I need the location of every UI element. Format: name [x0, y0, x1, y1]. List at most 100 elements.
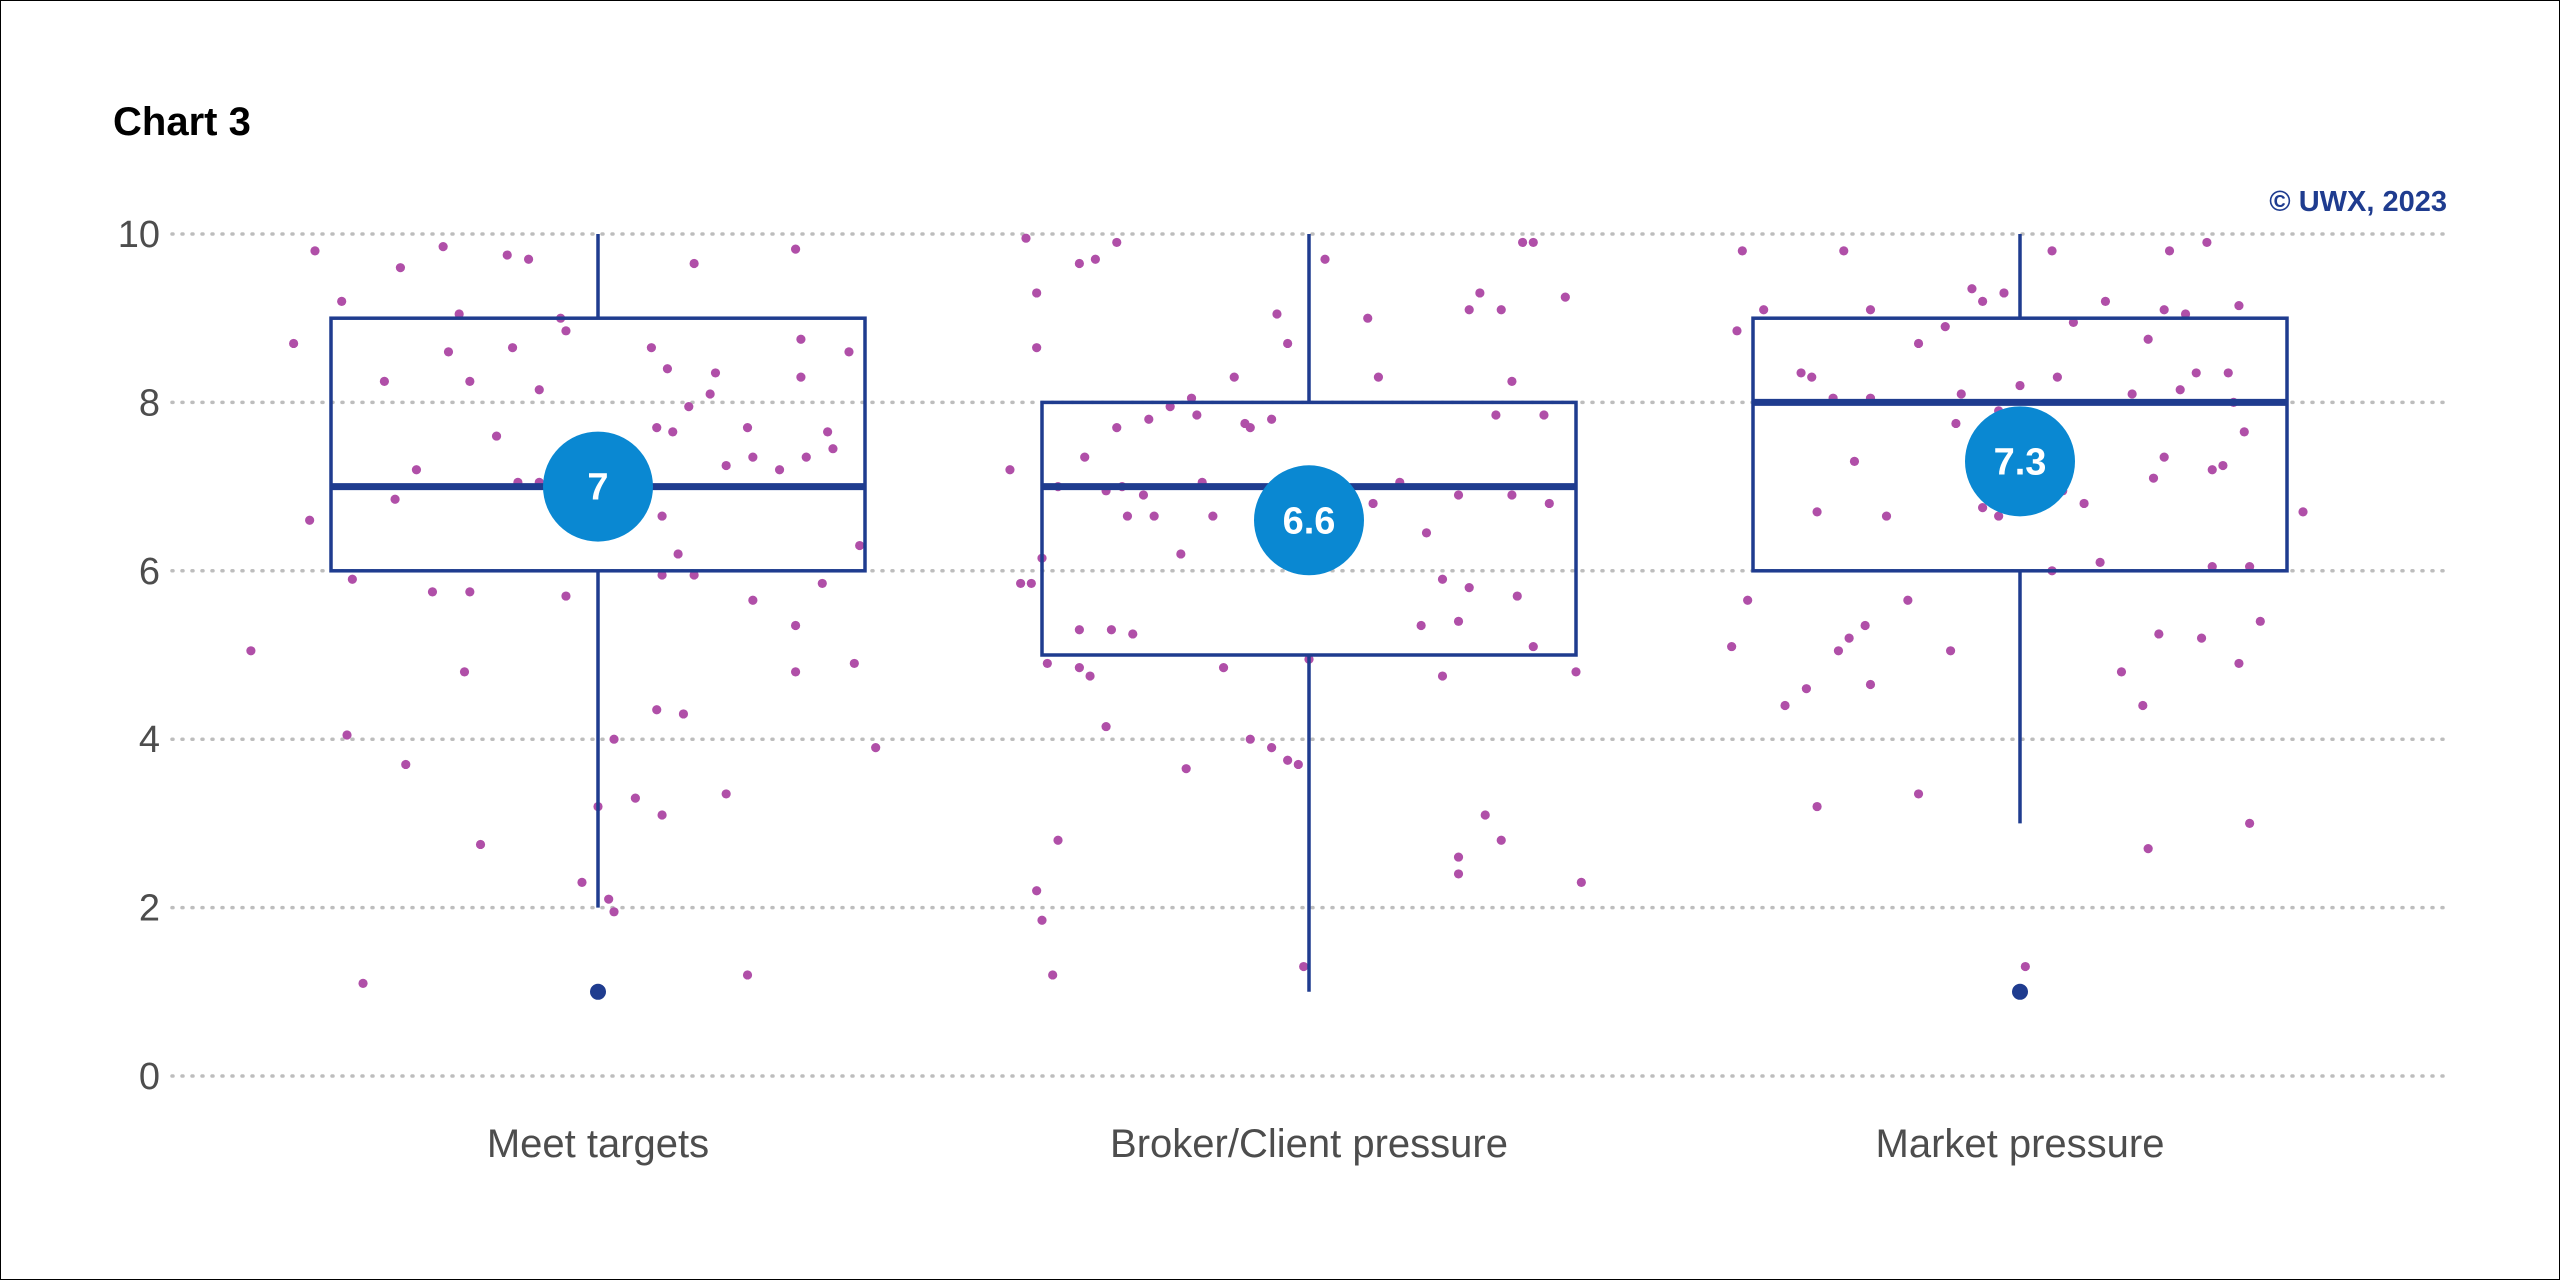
data-point: [2298, 507, 2308, 517]
data-point: [1416, 620, 1426, 631]
data-point: [657, 570, 667, 580]
iqr-box: [1751, 316, 2289, 573]
data-point: [1727, 641, 1737, 652]
data-point: [1528, 641, 1538, 652]
data-point: [507, 343, 518, 353]
data-point: [1165, 402, 1175, 412]
data-point: [1464, 583, 1474, 593]
data-point: [246, 646, 256, 656]
data-point: [1267, 414, 1277, 424]
data-point: [1021, 233, 1031, 243]
data-point: [427, 587, 438, 597]
data-point: [1512, 591, 1522, 601]
data-point: [2100, 296, 2111, 306]
data-point: [657, 511, 667, 521]
data-point: [1759, 305, 1769, 315]
data-point: [721, 789, 731, 799]
data-point: [2138, 700, 2148, 711]
data-point: [710, 368, 721, 378]
data-point: [1053, 835, 1063, 845]
data-point: [1865, 679, 1876, 690]
data-point: [1544, 498, 1554, 509]
data-point: [1860, 620, 1870, 631]
data-point: [1978, 296, 1988, 306]
data-point: [1368, 498, 1378, 509]
data-point: [2202, 237, 2212, 248]
data-point: [609, 907, 619, 917]
data-point: [790, 667, 801, 677]
y-tick-label: 6: [139, 551, 160, 593]
data-point: [2180, 309, 2191, 319]
data-point: [1940, 322, 1950, 332]
data-point: [1437, 574, 1448, 584]
data-point: [652, 423, 662, 433]
data-point: [305, 515, 315, 525]
y-tick-label: 10: [118, 214, 160, 256]
data-point: [678, 709, 689, 719]
data-point: [1967, 284, 1977, 294]
data-point: [1181, 764, 1191, 774]
data-point: [2047, 246, 2057, 256]
data-point: [1192, 410, 1202, 420]
data-point: [2196, 633, 2207, 643]
data-point: [1144, 414, 1154, 424]
data-point: [411, 465, 422, 475]
data-point: [1480, 810, 1490, 820]
mean-label: 7: [587, 467, 608, 509]
box-2: 6.6: [1040, 234, 1578, 992]
data-point: [2143, 844, 2153, 854]
data-point: [1283, 338, 1293, 349]
data-point: [2223, 368, 2233, 378]
data-point: [2159, 452, 2169, 462]
data-point: [2143, 334, 2153, 344]
jitter-points: [246, 233, 2308, 988]
iqr-box: [329, 316, 867, 573]
data-point: [1128, 629, 1138, 639]
data-point: [1913, 338, 1924, 349]
data-point: [1453, 616, 1464, 626]
data-point: [1363, 313, 1373, 323]
iqr-box: [1040, 400, 1578, 657]
data-point: [1032, 886, 1042, 896]
data-point: [1994, 511, 2004, 521]
data-point: [502, 250, 512, 260]
data-point: [1245, 734, 1255, 744]
data-point: [1956, 389, 1966, 399]
mean-badge: [543, 431, 653, 542]
data-point: [465, 587, 475, 597]
mean-label: 7.3: [1994, 441, 2047, 483]
y-tick-label: 2: [139, 888, 160, 930]
data-point: [2218, 460, 2228, 471]
data-point: [1743, 595, 1753, 605]
data-point: [1812, 507, 1822, 517]
data-point: [1218, 663, 1229, 673]
data-point: [358, 978, 368, 988]
data-point: [1737, 246, 1747, 256]
data-point: [844, 347, 854, 357]
data-point: [748, 452, 758, 462]
data-point: [748, 595, 758, 605]
data-point: [2052, 372, 2062, 382]
data-point: [1913, 789, 1924, 799]
data-point: [342, 730, 352, 740]
data-point: [1122, 511, 1133, 521]
data-point: [1032, 288, 1042, 298]
data-point: [668, 427, 678, 437]
data-point: [1437, 671, 1448, 681]
data-point: [742, 970, 753, 980]
mean-badge: [1965, 406, 2075, 517]
x-category-label: Broker/Client pressure: [1110, 1122, 1508, 1166]
y-tick-label: 4: [139, 719, 160, 761]
data-point: [817, 578, 827, 589]
data-point: [1101, 721, 1111, 732]
data-point: [1106, 625, 1117, 635]
data-point: [438, 242, 448, 252]
data-point: [774, 465, 785, 475]
data-point: [1085, 671, 1095, 681]
data-point: [1539, 410, 1549, 420]
data-point: [337, 296, 347, 306]
y-tick-label: 0: [139, 1056, 160, 1098]
data-point: [1518, 237, 1528, 248]
